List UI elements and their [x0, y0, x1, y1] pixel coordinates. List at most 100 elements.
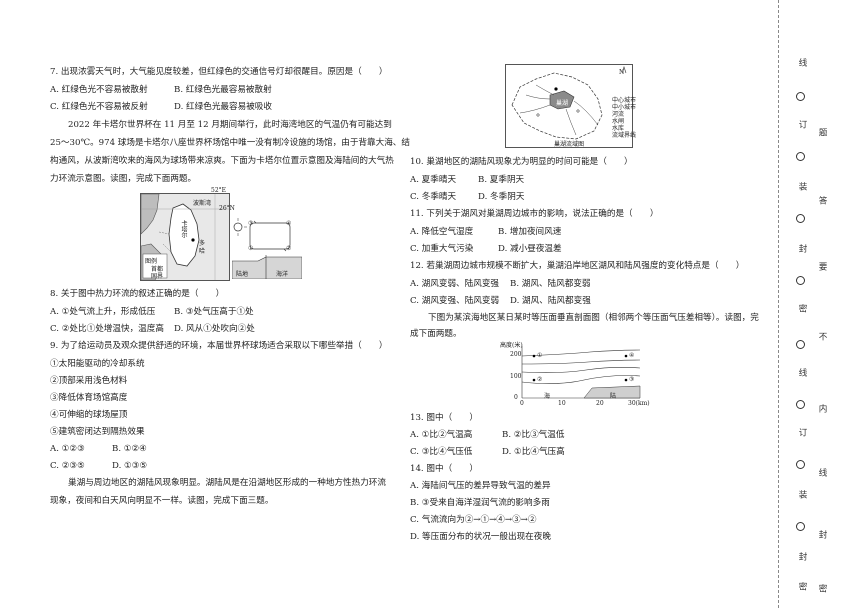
circ-node-1: ① — [248, 245, 254, 252]
margin-inner-6: 封 — [817, 530, 827, 539]
map1-legend-capital: 首都 — [151, 266, 164, 273]
binding-margin: 线 订 装 封 密 线 订 装 封 密 题 答 要 不 内 线 封 密 — [788, 0, 860, 608]
binding-dashed-line — [778, 0, 779, 608]
margin-outer-7: 装 — [797, 490, 807, 499]
profile-sea-label: 海 — [544, 393, 551, 400]
map1-city-1: 多 — [199, 240, 206, 247]
map2-lake-label: 巢湖 — [556, 100, 569, 107]
q10-option-b: B. 夏季阴天 — [478, 175, 525, 185]
profile-ytick-0: 0 — [514, 394, 518, 401]
q9-item-5: ⑤建筑密闭达到隔热效果 — [50, 427, 145, 437]
q11-stem: 11. 下列关于湖风对巢湖周边城市的影响，说法正确的是（ ） — [410, 209, 659, 219]
margin-inner-5: 线 — [817, 468, 827, 477]
q9-item-2: ②顶部采用浅色材料 — [50, 376, 128, 386]
q9-item-4: ④可伸缩的球场屋顶 — [50, 410, 128, 420]
q11-option-c: C. 加重大气污染 — [410, 244, 474, 254]
q12-option-c: C. 湖风变强、陆风变弱 — [410, 296, 500, 306]
passage1-line1: 2022 年卡塔尔世界杯在 11 月至 12 月期间举行，此时海湾地区的气温仍有… — [68, 120, 392, 130]
q9-option-a: A. ①②③ — [50, 444, 85, 454]
q13-option-c: C. ③比④气压低 — [410, 447, 473, 457]
margin-circle — [796, 92, 805, 101]
margin-outer-3: 封 — [797, 244, 807, 253]
passage1-line3: 构通风，从波斯湾吹来的海风为球场带来凉爽。下面为卡塔尔位置示意图及海陆间的大气热 — [50, 156, 394, 166]
q13-option-d: D. ①比④气压高 — [502, 447, 565, 457]
passage2-line2: 现象，夜间和白天风向明显不一样。读图，完成下面三题。 — [50, 496, 274, 506]
margin-inner-7: 密 — [817, 584, 827, 593]
profile-point-1: ① — [537, 352, 543, 359]
profile-ylabel: 高度(米) — [500, 342, 523, 349]
map2-legend-3: 水闸 — [612, 118, 625, 125]
profile-point-2: ② — [537, 376, 543, 383]
map1-country-label: 卡塔尔 — [180, 220, 187, 238]
margin-circle — [796, 522, 805, 531]
qatar-map: 52°E 26°N 波斯湾 卡塔尔 多 哈 图例 首都 国界 — [140, 187, 235, 281]
margin-inner-2: 要 — [817, 262, 827, 271]
margin-circle — [796, 460, 805, 469]
map1-sea-label: 波斯湾 — [193, 200, 212, 207]
margin-circle — [796, 400, 805, 409]
profile-ytick-200: 200 — [510, 351, 522, 358]
q9-stem: 9. 为了给运动员及观众提供舒适的环境，本届世界杯球场适合采取以下哪些举措（ ） — [50, 341, 388, 351]
chaohu-basin-map: N 巢湖 中心城市 中小城市 河流 水闸 水库 流域界线 巢湖流域图 — [505, 64, 637, 148]
margin-circle — [796, 340, 805, 349]
margin-circle — [796, 214, 805, 223]
margin-outer-4: 密 — [797, 304, 807, 313]
q14-stem: 14. 图中（ ） — [410, 464, 478, 474]
map1-lat-label: 26°N — [219, 205, 235, 212]
margin-circle — [796, 276, 805, 285]
map1-legend-border: 国界 — [151, 273, 164, 280]
q10-option-c: C. 冬季晴天 — [410, 192, 457, 202]
map1-legend-title: 图例 — [145, 258, 158, 265]
q13-option-b: B. ②比③气温低 — [502, 430, 565, 440]
q11-option-a: A. 降低空气湿度 — [410, 227, 474, 237]
q13-stem: 13. 图中（ ） — [410, 413, 478, 423]
q11-option-d: D. 减小昼夜温差 — [498, 244, 562, 254]
profile-point-4: ④ — [629, 352, 635, 359]
q9-option-c: C. ②③⑤ — [50, 461, 85, 471]
qatar-map-drawing — [140, 193, 229, 281]
q8-stem: 8. 关于图中热力环流的叙述正确的是（ ） — [50, 289, 225, 299]
circ-node-3: ③ — [248, 220, 254, 227]
passage1-line2: 25～30℃。974 球场是卡塔尔八座世界杯场馆中唯一没有制冷设施的场馆，由于背… — [50, 138, 410, 148]
passage1-line4: 力环流示意图。读图，完成下面两题。 — [50, 174, 197, 184]
profile-xtick-20: 20 — [596, 400, 604, 407]
margin-inner-3: 不 — [817, 332, 827, 341]
q8-option-b: B. ③处气压高于①处 — [174, 307, 254, 317]
map2-legend-2: 河流 — [612, 111, 625, 118]
circulation-figure: ③ ④ ① ② 陆地 海洋 — [229, 215, 303, 280]
passage2-line1: 巢湖与周边地区的湖陆风现象明显。湖陆风是在沿湖地区形成的一种地方性热力环流 — [68, 478, 386, 488]
q9-item-1: ①太阳能驱动的冷却系统 — [50, 359, 145, 369]
q14-option-b: B. ③受来自海洋湿润气流的影响多雨 — [410, 498, 550, 508]
chaohu-map-drawing — [511, 66, 627, 140]
circ-node-4: ④ — [286, 220, 292, 227]
profile-xtick-0: 0 — [520, 400, 524, 407]
profile-xtick-10: 10 — [558, 400, 566, 407]
map2-caption: 巢湖流域图 — [554, 141, 585, 148]
margin-outer-1: 订 — [797, 120, 807, 129]
profile-drawing — [521, 346, 641, 399]
map1-city-2: 哈 — [199, 248, 206, 255]
map2-legend-5: 流域界线 — [612, 132, 637, 139]
q11-option-b: B. 增加夜间风速 — [498, 227, 562, 237]
q7-option-d: D. 红绿色光最容易被吸收 — [174, 102, 272, 112]
passage3-line1: 下图为某滨海地区某日某时等压面垂直剖面图（相邻两个等压面气压差相等）。读图，完 — [428, 313, 759, 323]
margin-outer-9: 密 — [797, 582, 807, 591]
margin-outer-2: 装 — [797, 182, 807, 191]
profile-point-3: ③ — [629, 376, 635, 383]
margin-inner-4: 内 — [817, 404, 827, 413]
q8-option-c: C. ②处比①处增温快，温度高 — [50, 324, 164, 334]
map2-legend-4: 水库 — [612, 125, 625, 132]
q13-option-a: A. ①比②气温高 — [410, 430, 473, 440]
margin-inner-0: 题 — [817, 128, 827, 137]
circulation-drawing — [229, 218, 303, 280]
map2-legend-1: 中小城市 — [612, 104, 637, 111]
q14-option-a: A. 海陆间气压的差异导致气温的差异 — [410, 481, 551, 491]
passage3-line2: 成下面两题。 — [410, 329, 462, 339]
q9-option-d: D. ①③⑤ — [112, 461, 148, 471]
profile-xtick-30: 30(km) — [628, 400, 650, 407]
q8-option-a: A. ①处气流上升，形成低压 — [50, 307, 156, 317]
q10-stem: 10. 巢湖地区的湖陆风现象尤为明显的时间可能是（ ） — [410, 157, 633, 167]
circ-land-label: 陆地 — [236, 271, 249, 278]
margin-outer-8: 封 — [797, 552, 807, 561]
q14-option-d: D. 等压面分布的状况一般出现在夜晚 — [410, 532, 551, 542]
